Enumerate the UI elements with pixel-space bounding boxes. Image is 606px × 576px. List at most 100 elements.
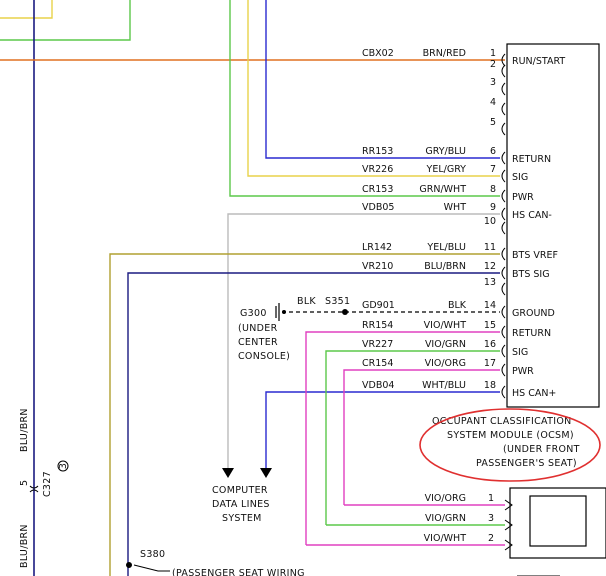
pin-function: SIG: [512, 347, 528, 358]
module-label-line-4: PASSENGER'S SEAT): [476, 458, 577, 469]
wire-color: BRN/RED: [423, 48, 466, 59]
pin-number: 16: [484, 339, 496, 350]
pin-number: 8: [490, 184, 496, 195]
circuit-id: LR142: [362, 242, 392, 253]
circuit-id: VDB05: [362, 202, 394, 213]
pin-arc: [501, 53, 506, 67]
circuit-id: VR226: [362, 164, 393, 175]
pin-number: 11: [484, 242, 496, 253]
pin-function: HS CAN-: [512, 210, 552, 221]
pin-arc: [501, 169, 506, 183]
pin-arc: [501, 151, 506, 165]
pin-number: 14: [484, 300, 496, 311]
pin-number: 17: [484, 358, 496, 369]
top-left-wires: [0, 0, 131, 576]
sensor-pin-number: 1: [488, 493, 494, 504]
c327-label: C327: [42, 471, 53, 497]
pin-arc: [501, 325, 506, 339]
ground-location-3: CONSOLE): [238, 351, 290, 362]
wire-color: VIO/ORG: [425, 358, 466, 369]
pin-number: 6: [490, 146, 496, 157]
ground-junction: [282, 310, 286, 314]
harness-wires: [109, 0, 500, 576]
pin-arc: [501, 305, 506, 319]
ground-id: G300: [240, 308, 267, 319]
circuit-id: CR154: [362, 358, 393, 369]
computer-data-line-2: DATA LINES: [212, 499, 270, 510]
arrow-down-icon: [260, 468, 272, 478]
pin-arc: [501, 189, 506, 203]
splice-s351-dot: [342, 309, 348, 315]
occupant-sensor: [509, 487, 606, 576]
wire-color: VIO/GRN: [425, 339, 466, 350]
wire-color: BLK: [448, 300, 467, 311]
computer-data-lines-arrows: [222, 468, 272, 478]
pin-number: 9: [490, 202, 496, 213]
pin-arc: [501, 82, 506, 96]
sensor-pin-number: 3: [488, 513, 494, 524]
c327-connector-icon: [29, 485, 39, 493]
ground-location-2: CENTER: [238, 337, 278, 348]
c327-pin: 5: [19, 480, 30, 486]
pin-arc: [501, 221, 506, 235]
pin-arc: [501, 247, 506, 261]
circuit-id: RR153: [362, 146, 393, 157]
splice-s380-dot: [126, 562, 132, 568]
pin-arc: [501, 102, 506, 116]
pin-number: 15: [484, 320, 496, 331]
arrow-down-icon: [222, 468, 234, 478]
module-label-line-1: OCCUPANT CLASSIFICATION: [432, 416, 572, 427]
left-wire-color-2: BLU/BRN: [19, 524, 30, 568]
wire-color: BLU/BRN: [424, 261, 466, 272]
circuit-id: CBX02: [362, 48, 394, 59]
sensor-wire-color: VIO/WHT: [424, 533, 467, 544]
pin-number: 2: [490, 59, 496, 70]
ground-location-1: (UNDER: [238, 323, 278, 334]
sensor-pin-number: 2: [488, 533, 494, 544]
wire-color: YEL/GRY: [426, 164, 467, 175]
wire-color: WHT: [444, 202, 467, 213]
wire-color: VIO/WHT: [424, 320, 467, 331]
pin-arc: [501, 266, 506, 280]
pin-function: PWR: [512, 366, 534, 377]
pin-number: 10: [484, 216, 496, 227]
pin-arc: [501, 385, 506, 399]
sensor-wire-color: VIO/ORG: [425, 493, 466, 504]
wire-color: YEL/BLU: [426, 242, 466, 253]
pin-number: 12: [484, 261, 496, 272]
pin-arc: [501, 122, 506, 136]
s380-leader: [133, 564, 170, 572]
pin-function: PWR: [512, 192, 534, 203]
splice-s380-note: (PASSENGER SEAT WIRING: [172, 568, 305, 576]
circuit-id: VR210: [362, 261, 393, 272]
pin-function: RETURN: [512, 154, 551, 165]
pin-number: 4: [490, 97, 496, 108]
pin-function: BTS VREF: [512, 250, 558, 261]
pin-number: 3: [490, 77, 496, 88]
pin-number: 5: [490, 117, 496, 128]
pin-number: 18: [484, 380, 496, 391]
highlight-circle: [419, 408, 601, 482]
circuit-id: VDB04: [362, 380, 394, 391]
connector-pin-arcs: [501, 53, 506, 399]
pin-function: RUN/START: [512, 56, 565, 67]
computer-data-line-3: SYSTEM: [222, 513, 262, 524]
sensor-pin-chevron: [504, 519, 513, 531]
ocsm-module-box: [506, 43, 600, 408]
connector-code-circle: [57, 460, 69, 472]
computer-data-line-1: COMPUTER: [212, 485, 268, 496]
pin-function: GROUND: [512, 308, 555, 319]
pin-function: BTS SIG: [512, 269, 550, 280]
wire-color: GRY/BLU: [425, 146, 466, 157]
sensor-wire-color: VIO/GRN: [425, 513, 466, 524]
pin-function: SIG: [512, 172, 528, 183]
sensor-pin-chevron: [504, 539, 513, 551]
pin-number: 13: [484, 277, 496, 288]
pin-arc: [501, 344, 506, 358]
sensor-wires: [306, 504, 505, 546]
splice-s351-label: S351: [325, 296, 350, 307]
splice-s380-label: S380: [140, 549, 165, 560]
circuit-id: VR227: [362, 339, 393, 350]
